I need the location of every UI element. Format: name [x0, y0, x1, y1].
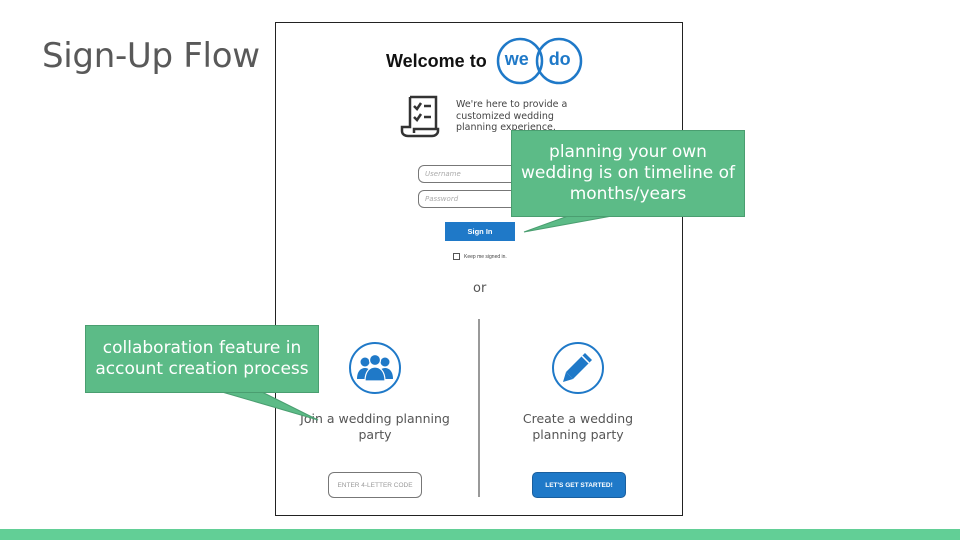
group-people-icon: [349, 342, 401, 394]
keep-signed-in-label: Keep me signed in.: [464, 253, 507, 260]
welcome-text: Welcome to: [386, 50, 487, 71]
keep-signed-in-row[interactable]: Keep me signed in.: [453, 253, 507, 260]
welcome-header: Welcome to we do: [386, 35, 589, 87]
checklist-icon: [400, 95, 440, 138]
logo-do: do: [548, 49, 571, 69]
sign-in-button[interactable]: Sign In: [445, 222, 515, 241]
slide-title: Sign-Up Flow: [42, 36, 260, 76]
keep-signed-in-checkbox[interactable]: [453, 253, 460, 260]
pencil-icon: [552, 342, 604, 394]
intro-text: We're here to provide a customized weddi…: [456, 99, 568, 133]
bottom-accent-bar: [0, 529, 960, 540]
timeline-callout: planning your own wedding is on timeline…: [511, 130, 745, 217]
party-code-input[interactable]: ENTER 4-LETTER CODE: [328, 472, 422, 498]
signup-mockup: Welcome to we do We're here to provide a…: [275, 22, 683, 516]
join-party-label: Join a wedding planning party: [300, 411, 450, 442]
get-started-button[interactable]: LET'S GET STARTED!: [532, 472, 626, 498]
vertical-divider: [478, 319, 480, 497]
logo-we: we: [504, 49, 529, 69]
wedo-logo: we do: [493, 35, 589, 87]
collaboration-callout: collaboration feature in account creatio…: [85, 325, 319, 393]
or-separator: or: [473, 281, 487, 296]
create-party-label: Create a wedding planning party: [522, 411, 634, 442]
